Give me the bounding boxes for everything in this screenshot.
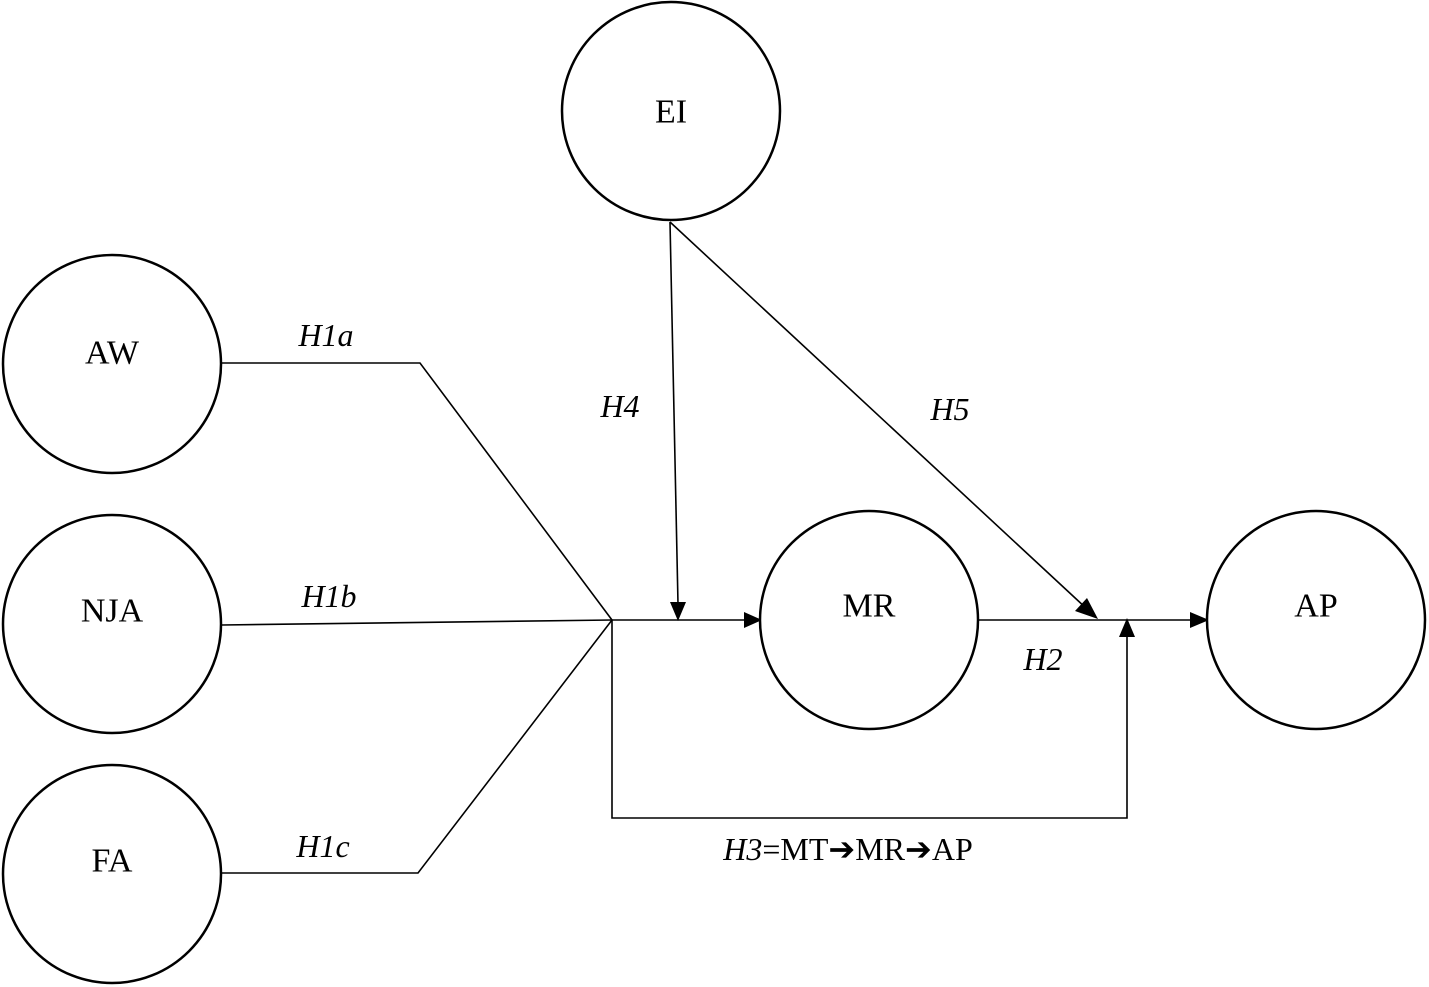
label-h4: H4	[599, 388, 639, 424]
edge-ei-moderation-h4	[669, 221, 679, 605]
node-nja-circle	[1, 513, 223, 735]
node-ap-circle	[1205, 509, 1427, 731]
node-mr-label: MR	[843, 588, 896, 625]
arrowhead-h4	[670, 602, 686, 621]
edges	[221, 221, 1192, 874]
node-ap: AP	[1205, 509, 1427, 731]
edge-aw-to-junction	[222, 362, 613, 621]
arrowheads	[670, 598, 1209, 637]
hypothesis-labels: H1a H1b H1c H4 H5 H2 H3=MT➔MR➔AP	[295, 317, 1062, 867]
node-ei-circle	[560, 0, 782, 222]
node-aw-circle	[1, 253, 223, 475]
label-h1b: H1b	[300, 578, 356, 614]
label-h1c: H1c	[295, 828, 349, 864]
edge-mediation-h3	[611, 620, 1128, 819]
node-fa-circle	[1, 763, 223, 985]
node-fa-label: FA	[92, 843, 133, 880]
arrowhead-into-mr	[744, 612, 762, 628]
arrowhead-h5	[1075, 598, 1098, 619]
label-h5: H5	[929, 391, 969, 427]
edge-ei-moderation-h5	[669, 221, 1088, 610]
node-aw: AW	[1, 253, 223, 475]
label-h3-prefix: H3	[722, 831, 762, 867]
label-h3: H3=MT➔MR➔AP	[722, 831, 972, 867]
node-nja-label: NJA	[81, 593, 144, 630]
node-mr: MR	[758, 509, 980, 731]
node-ei-label: EI	[655, 94, 687, 131]
edge-nja-to-junction	[221, 619, 613, 626]
arrowhead-h3	[1119, 618, 1135, 637]
label-h2: H2	[1022, 641, 1062, 677]
node-ei: EI	[560, 0, 782, 222]
node-aw-label: AW	[85, 335, 140, 372]
edge-fa-to-junction	[222, 619, 613, 874]
node-mr-circle	[758, 509, 980, 731]
label-h1a: H1a	[297, 317, 353, 353]
node-fa: FA	[1, 763, 223, 985]
node-ap-label: AP	[1294, 588, 1337, 625]
label-h3-formula: =MT➔MR➔AP	[762, 831, 972, 867]
node-nja: NJA	[1, 513, 223, 735]
arrowhead-into-ap	[1190, 612, 1209, 628]
